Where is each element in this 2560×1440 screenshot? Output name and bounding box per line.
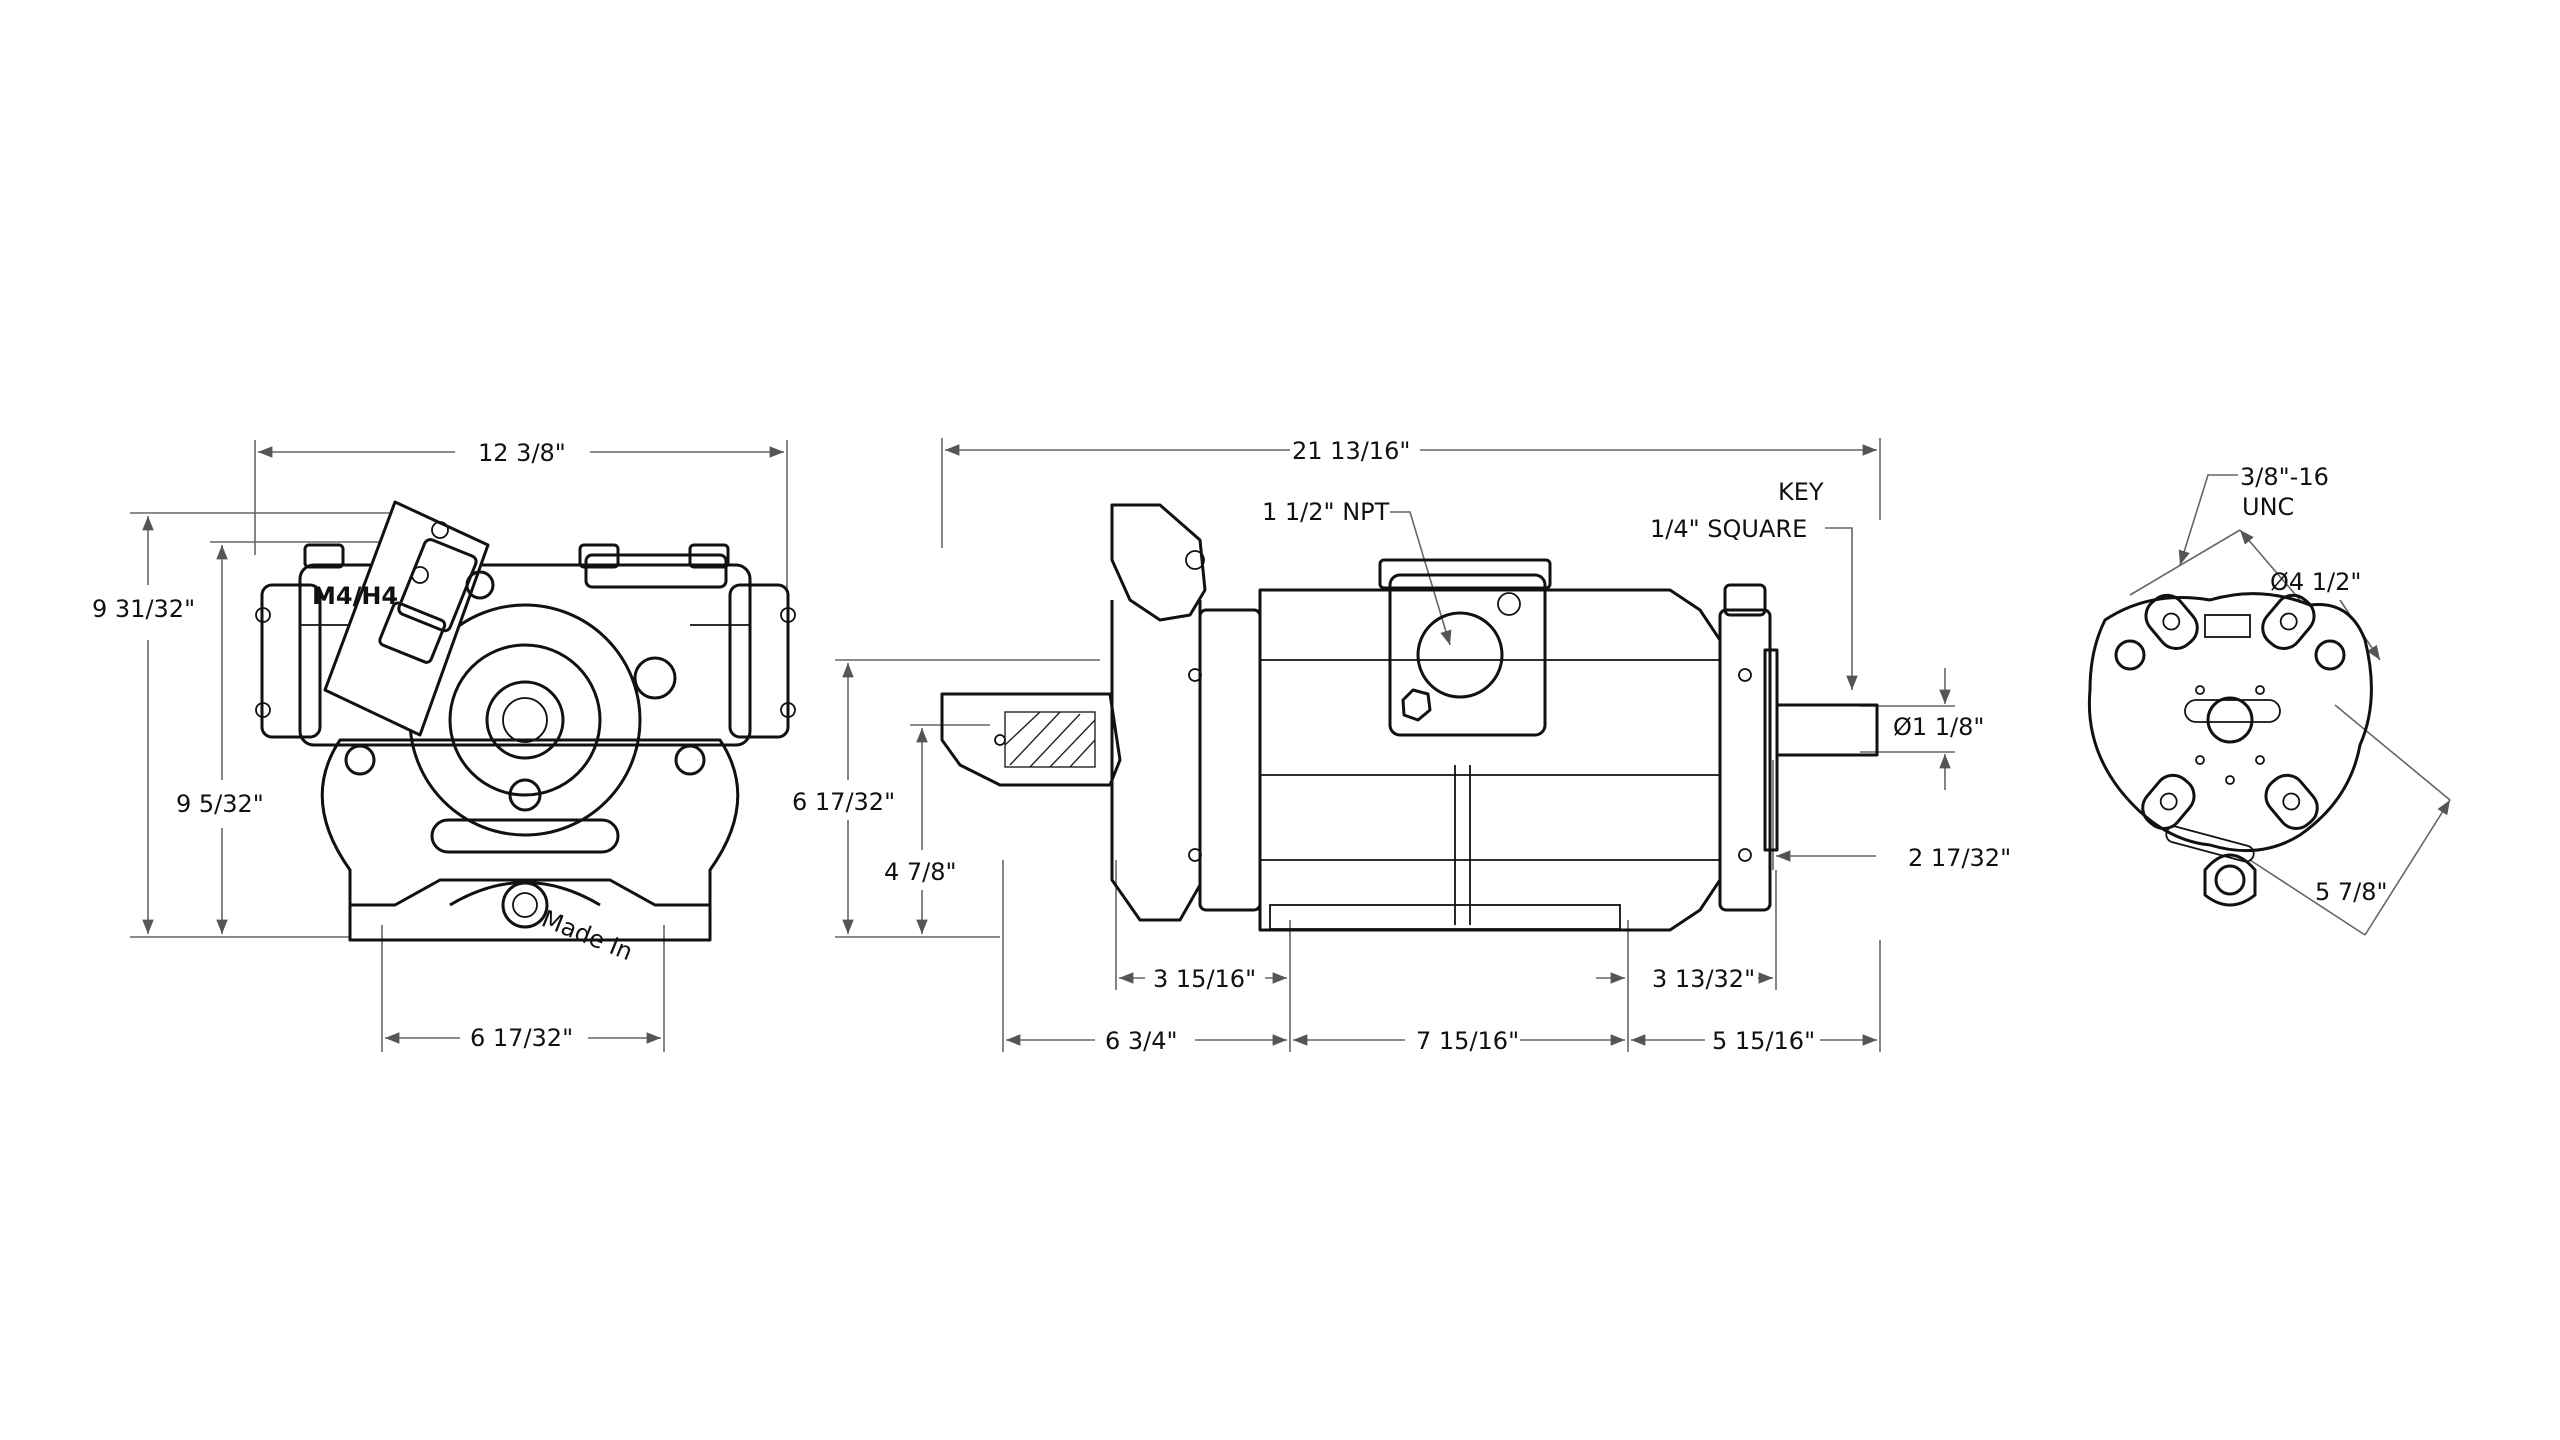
side-segment-dimensions: 6 3/4" 7 15/16" 5 15/16" — [1002, 860, 1881, 1055]
side-key-size-label: 1/4" SQUARE — [1650, 515, 1807, 543]
front-foot-label: 6 17/32" — [470, 1024, 573, 1052]
shaft-diameter-dimension: Ø1 1/8" — [1860, 668, 1984, 790]
thread-callout: 3/8"-16 UNC — [2178, 463, 2329, 566]
side-length-dimension: 21 13/16" — [941, 437, 1881, 548]
side-height-dimensions: 6 17/32" 4 7/8" — [792, 659, 1100, 938]
front-height-total-label: 9 31/32" — [92, 595, 195, 623]
thread-unit-label: UNC — [2242, 493, 2294, 521]
front-height-total-dimension: 9 31/32" — [92, 512, 420, 938]
end-view: 3/8"-16 UNC Ø4 1/2" 5 7/8" — [2087, 463, 2451, 936]
span-dimension: 5 7/8" — [2249, 704, 2451, 936]
bolt-circle-dimension: Ø4 1/2" — [2129, 529, 2381, 661]
side-seg-mid-label: 7 15/16" — [1416, 1027, 1519, 1055]
front-model-label: M4/H4 — [312, 582, 398, 610]
front-solenoid-valve — [323, 500, 495, 737]
key-leader: KEY 1/4" SQUARE — [1650, 478, 1858, 690]
front-height-center-label: 9 5/32" — [176, 790, 264, 818]
front-width-dimension: 12 3/8" — [254, 439, 788, 590]
side-seg-right-label: 5 15/16" — [1712, 1027, 1815, 1055]
side-port-label: 1 1/2" NPT — [1262, 498, 1390, 526]
side-housing — [940, 503, 1879, 932]
front-view: 12 3/8" 9 31/32" 9 5/32" 6 17/32" — [92, 439, 796, 1052]
npt-leader: 1 1/2" NPT — [1262, 498, 1452, 646]
span-label: 5 7/8" — [2315, 878, 2388, 906]
side-left-offset-label: 3 15/16" — [1153, 965, 1256, 993]
front-housing — [255, 543, 796, 942]
side-height-upper-label: 6 17/32" — [792, 788, 895, 816]
side-key-label: KEY — [1778, 478, 1824, 506]
side-view: 21 13/16" 1 1/2" NPT KEY 1/4" SQUARE Ø1 … — [792, 437, 2011, 1055]
front-made-in-label: Made In — [538, 905, 637, 967]
side-height-lower-label: 4 7/8" — [884, 858, 957, 886]
front-foot-dimension: 6 17/32" — [381, 925, 665, 1052]
shaft-extension-label: 2 17/32" — [1908, 844, 2011, 872]
side-length-label: 21 13/16" — [1292, 437, 1410, 465]
bolt-circle-label: Ø4 1/2" — [2270, 568, 2361, 596]
front-width-label: 12 3/8" — [478, 439, 566, 467]
side-right-offset-label: 3 13/32" — [1652, 965, 1755, 993]
side-offset-dimensions: 3 15/16" 3 13/32" — [1115, 860, 1777, 1052]
shaft-extension-dimension: 2 17/32" — [1772, 760, 2011, 872]
end-housing — [2087, 592, 2373, 907]
shaft-diameter-label: Ø1 1/8" — [1893, 713, 1984, 741]
thread-label: 3/8"-16 — [2240, 463, 2329, 491]
side-seg-left-label: 6 3/4" — [1105, 1027, 1178, 1055]
